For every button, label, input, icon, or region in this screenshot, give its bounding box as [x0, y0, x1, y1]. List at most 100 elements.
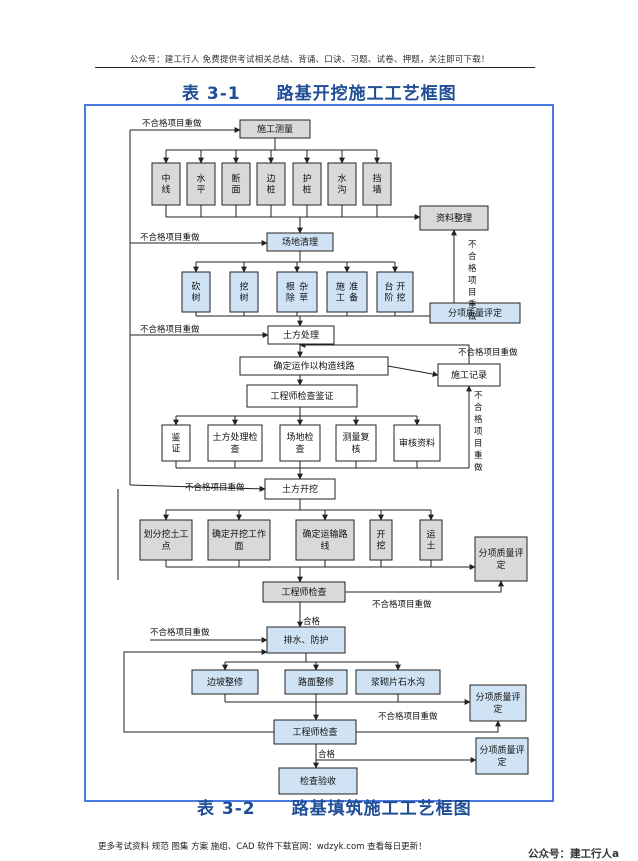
connector	[129, 484, 266, 492]
label-redo-vert2: 不合格项目重做	[474, 391, 483, 473]
node-e-sign: 鉴证	[161, 424, 191, 462]
flow-labels: 不合格项目重做不合格项目重做不合格项目重做不合格项目重做不合格项目重做不合格项目…	[140, 118, 518, 760]
svg-text:分项质量评定: 分项质量评定	[475, 691, 520, 715]
label-redo2: 不合格项目重做	[140, 232, 200, 243]
node-quality2: 分项质量评定	[474, 536, 528, 582]
label-redo6: 不合格项目重做	[372, 599, 432, 610]
node-x-route: 确定运输路线	[295, 519, 355, 561]
node-clearing: 场地清理	[266, 232, 334, 252]
label-redo-vert1: 不合格项目重做	[468, 240, 477, 322]
node-s-edge: 边桩	[256, 162, 286, 206]
svg-text:确定开挖工作面: 确定开挖工作面	[212, 528, 266, 552]
node-s-wall: 挡墙	[362, 162, 392, 206]
header-text: 公众号：建工行人 免费提供考试相关总结、背诵、口诀、习题、试卷、押题，关注即可下…	[130, 55, 490, 65]
svg-text:分项质量评定: 分项质量评定	[448, 307, 502, 319]
label-redo3: 不合格项目重做	[140, 324, 200, 335]
svg-text:护桩: 护桩	[302, 173, 311, 196]
svg-text:工程师检查: 工程师检查	[292, 726, 337, 738]
svg-text:水平: 水平	[196, 173, 205, 196]
svg-text:施工测量: 施工测量	[257, 123, 293, 135]
svg-text:分项质量评定: 分项质量评定	[478, 547, 523, 571]
header-rule	[95, 67, 535, 68]
node-c-step: 台阶开挖	[376, 271, 414, 313]
label-redo1: 不合格项目重做	[142, 118, 202, 129]
svg-text:划分挖土工点: 划分挖土工点	[143, 528, 188, 552]
svg-text:土方开挖: 土方开挖	[282, 483, 318, 495]
node-data: 资料整理	[419, 205, 489, 231]
node-c-cut: 砍树	[181, 271, 211, 313]
svg-text:工程师检查: 工程师检查	[281, 586, 326, 598]
label-redo8: 不合格项目重做	[378, 711, 438, 722]
watermark: 公众号：建工行人a	[528, 848, 620, 860]
node-quality1: 分项质量评定	[429, 302, 521, 324]
svg-text:运土: 运土	[426, 530, 435, 552]
node-e-audit: 审核资料	[393, 424, 441, 462]
svg-text:确定运输路线: 确定运输路线	[302, 528, 347, 552]
svg-text:排水、防护: 排水、防护	[283, 634, 328, 646]
node-s-level: 水平	[186, 162, 216, 206]
svg-text:确定运作以构造线路: 确定运作以构造线路	[273, 360, 354, 372]
node-build-road: 确定运作以构造线路	[239, 356, 389, 376]
node-s-guard: 护桩	[292, 162, 322, 206]
label-redo7: 不合格项目重做	[150, 627, 210, 638]
node-quality4: 分项质量评定	[475, 737, 529, 775]
node-s-center: 中线	[151, 162, 181, 206]
svg-text:场地清理: 场地清理	[282, 236, 318, 248]
svg-text:鉴证: 鉴证	[171, 432, 180, 455]
svg-text:场地检查: 场地检查	[286, 431, 313, 455]
svg-text:路面整修: 路面整修	[298, 676, 334, 688]
svg-text:工程师检查鉴证: 工程师检查鉴证	[270, 390, 333, 402]
node-engineer1: 工程师检查鉴证	[246, 384, 358, 408]
node-e-survey: 测量复核	[335, 424, 377, 462]
node-earthwork: 土方处理	[267, 325, 335, 345]
label-pass1: 合格	[303, 616, 321, 627]
svg-text:中线: 中线	[161, 173, 170, 196]
node-x-dig: 开挖	[369, 519, 393, 561]
node-e-site: 场地检查	[279, 424, 321, 462]
node-x-haul: 运土	[419, 519, 443, 561]
svg-text:根除杂草: 根除杂草	[286, 281, 308, 304]
svg-text:边坡整修: 边坡整修	[207, 676, 243, 688]
node-s-section: 断面	[221, 162, 251, 206]
svg-text:断面: 断面	[231, 173, 240, 196]
node-acceptance: 检查验收	[278, 767, 358, 795]
node-d-slope: 边坡整修	[191, 669, 259, 695]
node-excavation: 土方开挖	[264, 478, 336, 500]
node-s-ditch: 水沟	[327, 162, 357, 206]
svg-text:施工准备: 施工准备	[336, 281, 358, 304]
svg-text:分项质量评定: 分项质量评定	[479, 744, 524, 768]
node-survey: 施工测量	[239, 119, 311, 139]
connector	[356, 720, 501, 733]
svg-text:土方处理检查: 土方处理检查	[212, 431, 257, 455]
node-record: 施工记录	[437, 363, 501, 387]
node-drainage: 排水、防护	[266, 626, 346, 654]
svg-text:测量复核: 测量复核	[342, 431, 369, 455]
label-redo4: 不合格项目重做	[458, 347, 518, 358]
label-pass2: 合格	[318, 749, 336, 760]
connector	[345, 580, 504, 593]
node-c-dig: 挖树	[229, 271, 259, 313]
node-quality3: 分项质量评定	[469, 684, 527, 722]
connector	[299, 342, 470, 364]
svg-text:砍树: 砍树	[191, 281, 200, 304]
svg-text:资料整理: 资料整理	[436, 212, 472, 224]
svg-text:审核资料: 审核资料	[399, 437, 435, 449]
svg-text:浆砌片石水沟: 浆砌片石水沟	[371, 676, 425, 688]
svg-text:挖树: 挖树	[239, 281, 248, 304]
svg-text:水沟: 水沟	[337, 173, 346, 196]
node-x-point: 划分挖土工点	[139, 519, 193, 561]
node-c-prep: 施工准备	[326, 271, 368, 313]
flow-connectors	[117, 127, 504, 769]
svg-text:土方处理: 土方处理	[283, 329, 319, 341]
svg-text:检查验收: 检查验收	[300, 775, 336, 787]
connector	[387, 365, 439, 377]
svg-text:开挖: 开挖	[376, 530, 385, 552]
diagram-frame	[84, 104, 554, 802]
label-redo5: 不合格项目重做	[185, 482, 245, 493]
diagram-title: 表 3-1 路基开挖施工工艺框图	[182, 84, 457, 104]
svg-text:边桩: 边桩	[266, 174, 275, 196]
next-diagram-title: 表 3-2 路基填筑施工工艺框图	[197, 799, 472, 819]
node-e-earth: 土方处理检查	[207, 424, 263, 462]
svg-text:施工记录: 施工记录	[451, 369, 487, 381]
